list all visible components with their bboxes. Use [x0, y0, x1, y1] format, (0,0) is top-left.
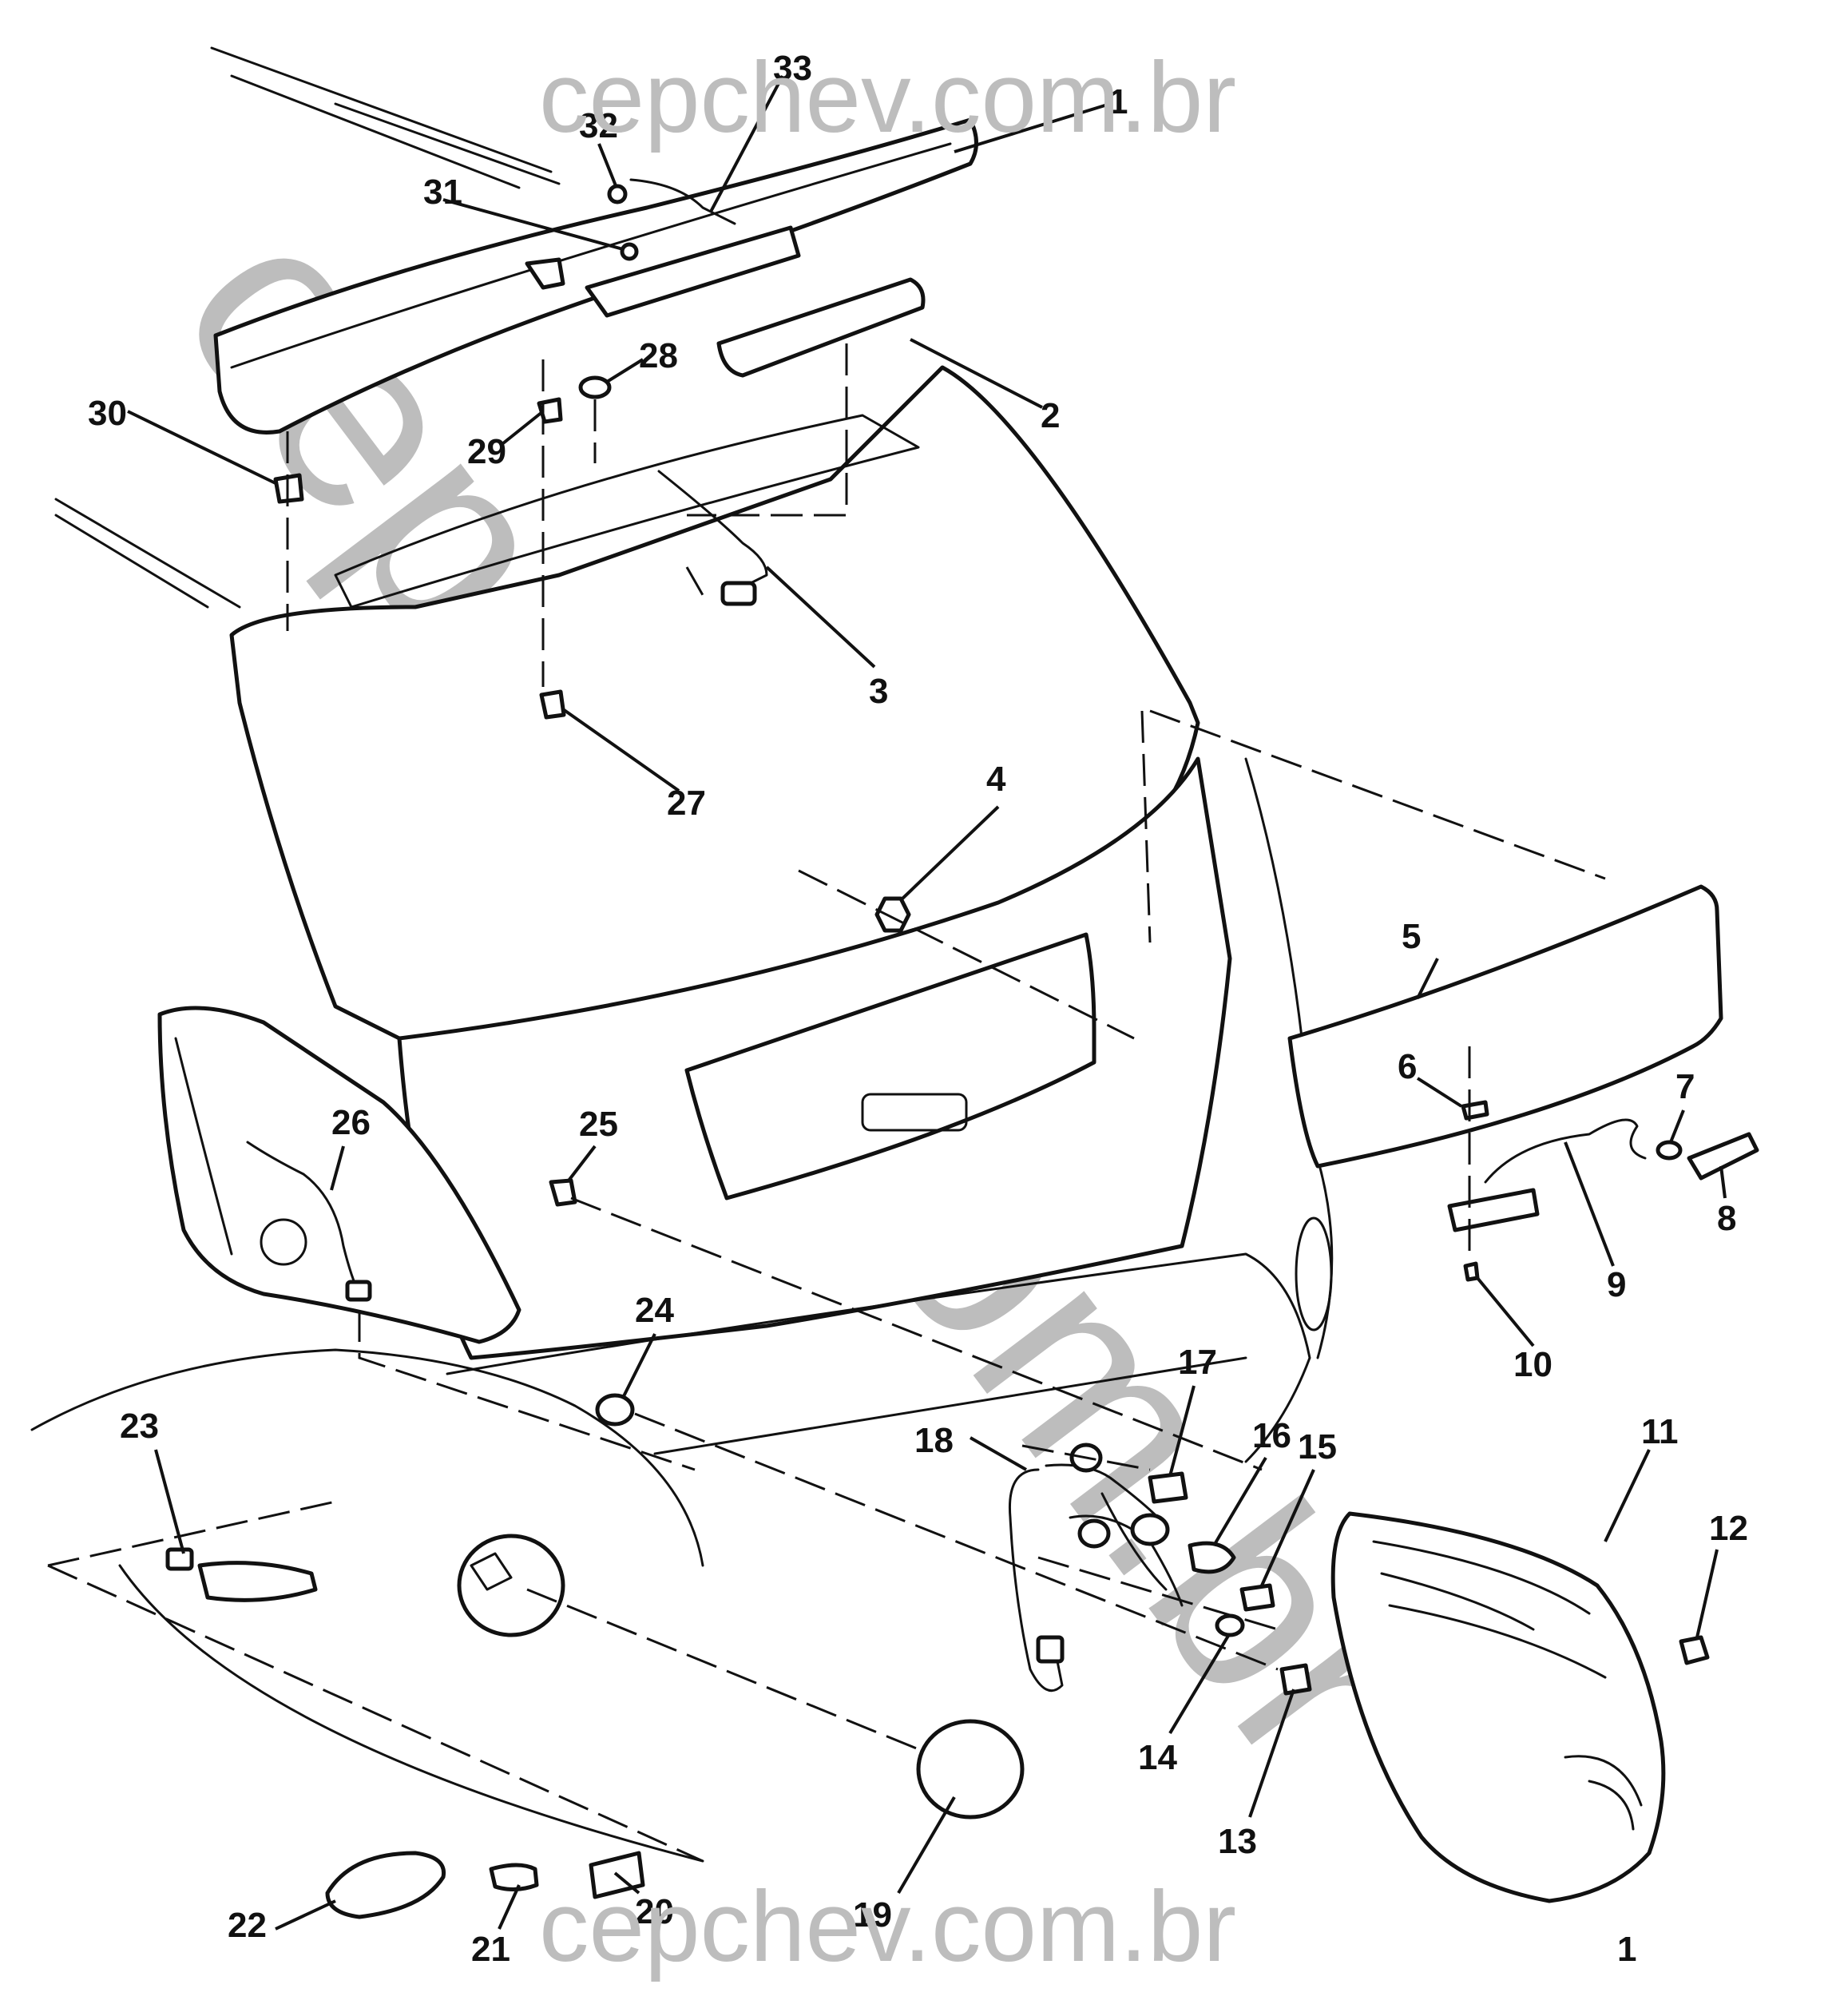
callout-16: 16 — [1252, 1416, 1291, 1455]
part-16-bulb — [1188, 1541, 1236, 1574]
callout-14: 14 — [1138, 1738, 1177, 1777]
callout-1: 1 — [1108, 82, 1128, 121]
part-3-hose — [657, 470, 768, 597]
callout-22: 22 — [228, 1906, 267, 1945]
callout-20: 20 — [635, 1892, 674, 1931]
callout-26: 26 — [331, 1103, 371, 1142]
callout-4: 4 — [986, 760, 1006, 799]
parts — [165, 178, 1759, 1919]
alignment-lines — [47, 343, 1606, 1863]
callout-9: 9 — [1607, 1265, 1626, 1304]
part-25-clip — [549, 1178, 577, 1207]
part-7-bulb — [1656, 1140, 1683, 1161]
callout-10: 10 — [1513, 1345, 1552, 1384]
callout-17: 17 — [1178, 1343, 1217, 1382]
callout-33: 33 — [773, 49, 812, 88]
part-28-grommet — [578, 375, 612, 399]
callout-21: 21 — [471, 1930, 510, 1969]
figure-number: 1 — [1617, 1930, 1636, 1969]
part-6-clip — [1461, 1100, 1489, 1121]
callout-18: 18 — [914, 1421, 954, 1460]
part-4-nut — [874, 896, 911, 933]
callout-13: 13 — [1218, 1822, 1257, 1861]
car-body — [30, 46, 1334, 1863]
part-18-harness — [1008, 1468, 1064, 1693]
callout-15: 15 — [1298, 1427, 1337, 1466]
part-21-bulb — [489, 1863, 539, 1891]
part-12-screw — [1679, 1635, 1710, 1665]
part-10-screw — [1463, 1261, 1480, 1282]
watermark-top: cepchev.com.br — [539, 42, 1236, 153]
callout-8: 8 — [1717, 1199, 1736, 1238]
callout-7: 7 — [1675, 1067, 1695, 1106]
part-15-bulb — [1239, 1583, 1275, 1612]
part-8-license-lamp — [1687, 1132, 1759, 1181]
callout-labels: 1 2 3 4 5 6 7 8 9 10 11 12 13 14 15 16 1… — [88, 49, 1748, 1969]
part-14-bulb — [1215, 1613, 1245, 1637]
callout-28: 28 — [639, 336, 678, 375]
callout-29: 29 — [467, 432, 506, 471]
part-31-bracket — [585, 225, 801, 318]
part-2-brake-lamp — [716, 277, 926, 378]
callout-12: 12 — [1709, 1509, 1748, 1548]
callout-27: 27 — [667, 784, 706, 823]
part-27-nut — [539, 689, 566, 720]
callout-5: 5 — [1402, 917, 1421, 956]
callout-32: 32 — [579, 106, 618, 145]
part-19-cap — [916, 1719, 1025, 1820]
watermark-bottom: cepchev.com.br — [539, 1871, 1236, 1982]
callout-6: 6 — [1398, 1047, 1417, 1086]
callout-3: 3 — [869, 672, 888, 711]
callout-31: 31 — [423, 173, 462, 212]
callout-25: 25 — [579, 1105, 618, 1144]
callout-24: 24 — [635, 1291, 674, 1330]
callout-11: 11 — [1641, 1412, 1679, 1451]
part-22-lens — [325, 1851, 446, 1919]
callout-30: 30 — [88, 394, 127, 433]
leader-lines — [127, 75, 1727, 1931]
callout-2: 2 — [1041, 396, 1060, 435]
part-23-reflector — [197, 1561, 318, 1602]
part-5-garnish — [1287, 884, 1723, 1169]
part-9-harness — [1484, 1118, 1647, 1184]
callout-19: 19 — [853, 1895, 892, 1935]
part-26-harness — [246, 1141, 361, 1296]
part-24-fastener — [595, 1393, 635, 1427]
part-13-socket — [1279, 1663, 1312, 1696]
part-17-bulb — [1148, 1471, 1188, 1504]
callout-23: 23 — [120, 1407, 159, 1446]
